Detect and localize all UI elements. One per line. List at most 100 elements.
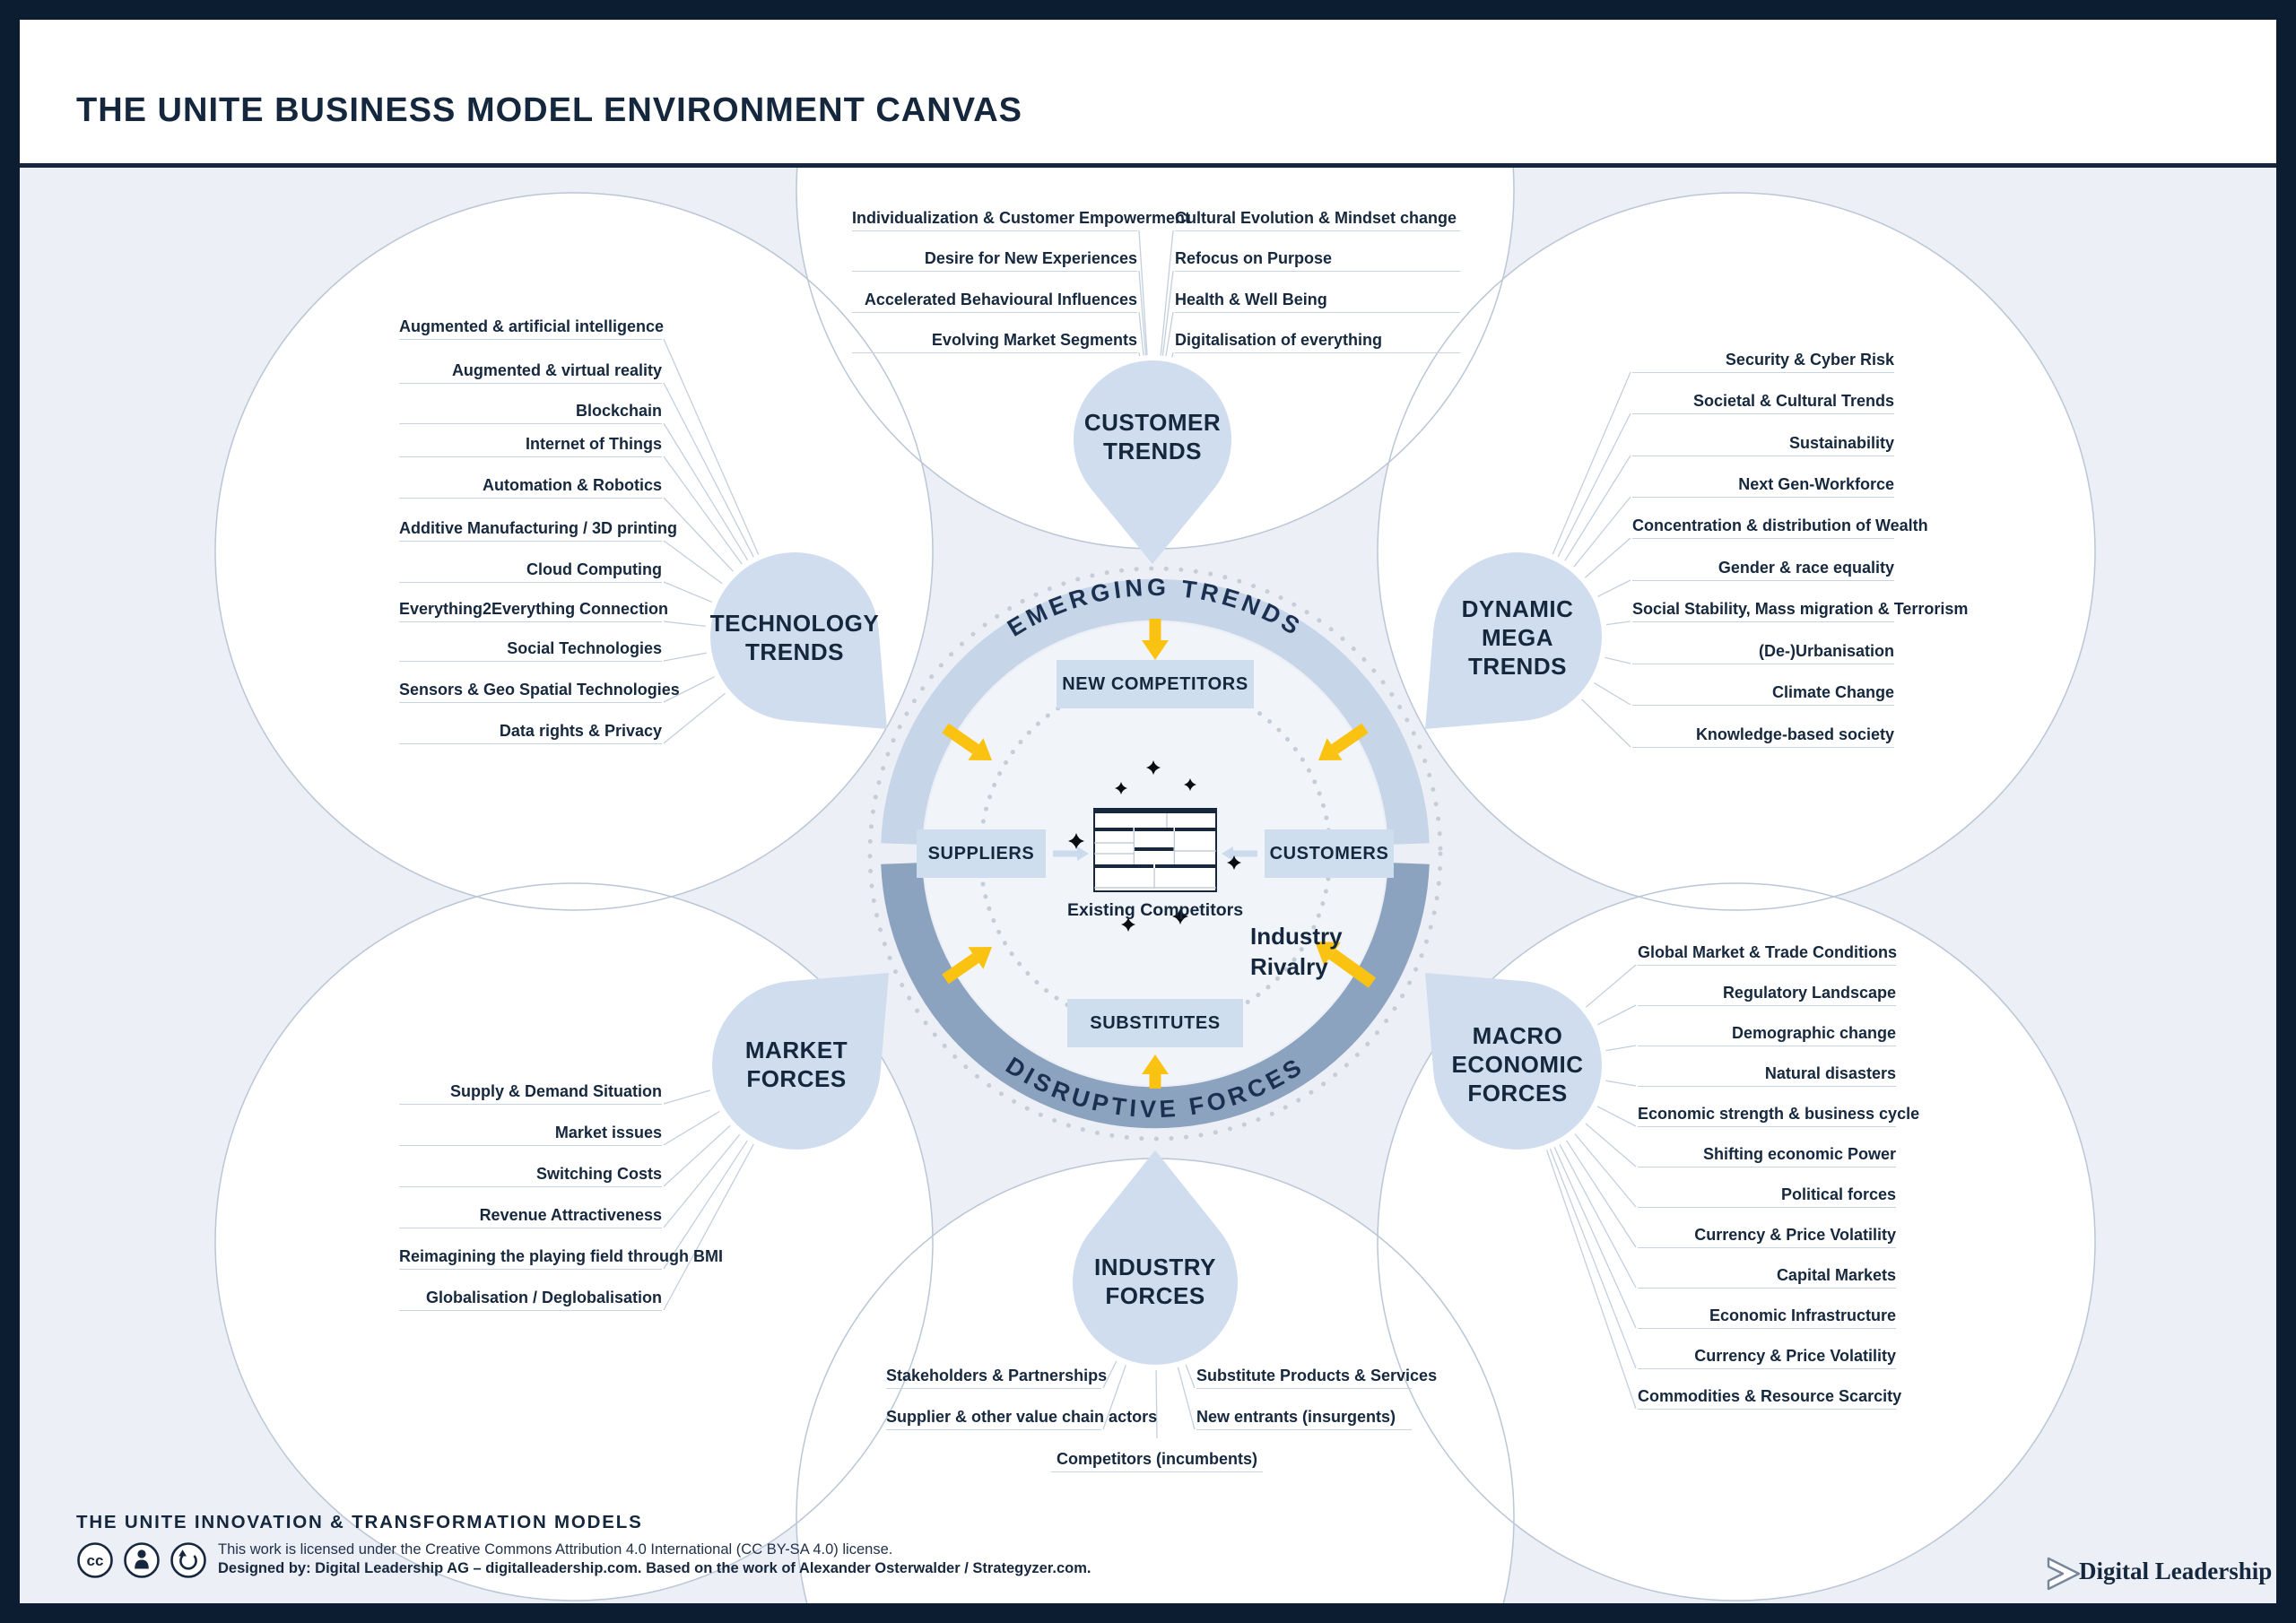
item-connector-line [1565,1140,1637,1248]
item-connector-line [663,621,706,628]
item-connector-line [1605,1080,1637,1087]
frame-border-bottom [0,1603,2296,1623]
trend-item: Social Stability, Mass migration & Terro… [1632,596,1968,622]
trend-item: Demographic change [1638,1020,1896,1046]
trend-item: Climate Change [1632,680,1894,706]
item-connector-line [663,692,726,744]
frame-border-top [0,0,2296,20]
trend-item: Currency & Price Volatility [1638,1343,1896,1369]
customers-flow-arrow [1222,846,1257,861]
cc-icon: cc [87,1552,104,1569]
item-connector-line [663,1110,720,1146]
attribution-person-icon [137,1549,146,1558]
item-connector-line [663,1143,754,1311]
footer-models-title: THE UNITE INNOVATION & TRANSFORMATION MO… [76,1512,643,1532]
item-connector-line [1138,311,1144,356]
trend-item: Societal & Cultural Trends [1632,388,1894,414]
cc-license-icons: cc [77,1542,206,1578]
item-connector-line [1596,1004,1637,1026]
trend-item: New entrants (insurgents) [1196,1404,1412,1430]
trend-item: Augmented & virtual reality [399,358,662,384]
digital-leadership-chevron-icon [2047,1557,2081,1591]
item-connector-line [1161,270,1174,356]
industry-forces-label: INDUSTRY FORCES [1094,1254,1216,1309]
trend-item: Shifting economic Power [1638,1141,1896,1167]
trend-item: Substitute Products & Services [1196,1363,1437,1389]
item-connector-line [663,581,712,603]
trend-item: Desire for New Experiences [852,246,1137,272]
trend-bubbles [710,360,1602,1366]
trend-item: Data rights & Privacy [399,718,662,744]
item-connector-line [663,497,734,572]
trend-item: Automation & Robotics [399,473,662,499]
item-connector-line [1177,1367,1196,1430]
substitutes-box: SUBSTITUTES [1067,999,1243,1047]
digital-leadership-logo-text: Digital Leadership [2079,1558,2273,1584]
trend-item: Globalisation / Deglobalisation [399,1285,662,1311]
trend-item: Economic Infrastructure [1638,1303,1896,1329]
sparkle-icon [1146,760,1161,775]
item-connector-line [1557,412,1631,558]
item-connector-line [1552,371,1631,555]
trend-item: Regulatory Landscape [1638,980,1896,1006]
trend-item: Natural disasters [1638,1061,1896,1087]
trend-item: Gender & race equality [1632,555,1894,581]
item-connector-line [1564,455,1631,561]
trend-item: Security & Cyber Risk [1632,347,1894,373]
suppliers-flow-arrow [1053,846,1089,861]
item-connector-line [1160,230,1174,356]
trend-item: Reimagining the playing field through BM… [399,1244,723,1270]
industry-forces-bubble [1072,1150,1238,1366]
trend-item: Internet of Things [399,431,662,457]
disruptive-arrow-bottom [1142,1055,1169,1089]
business-model-canvas-icon [1093,808,1217,892]
emerging-arrow-upper-right [1318,723,1369,760]
item-connector-line [1574,1133,1637,1208]
trend-item: Political forces [1638,1182,1896,1208]
item-connector-line [1138,270,1147,356]
sparkle-icon [1227,855,1241,870]
sparkle-icon [1121,917,1135,932]
item-connector-line [663,1124,731,1187]
trend-item: Individualization & Customer Empowerment [852,205,1190,231]
connector-lines [663,230,1637,1439]
item-connector-line [663,382,754,558]
license-text-line2: Designed by: Digital Leadership AG – dig… [218,1560,1091,1576]
trend-item: Knowledge-based society [1632,722,1894,748]
customer-trends-label: CUSTOMER TRENDS [1083,409,1222,464]
item-connector-line [663,540,723,585]
forces-ring [881,578,1430,1129]
technology-trends-label: TECHNOLOGY TRENDS [709,610,880,665]
frame-border-left [0,0,20,1623]
trend-item: Global Market & Trade Conditions [1638,940,1897,966]
item-connector-line [1594,682,1631,706]
trend-item: Accelerated Behavioural Influences [852,287,1137,313]
item-connector-line [1553,1146,1637,1329]
trend-item: Concentration & distribution of Wealth [1632,513,1928,539]
item-connector-line [663,652,707,662]
trend-item: Revenue Attractiveness [399,1202,662,1228]
item-connector-line [663,338,760,555]
trend-item: Sensors & Geo Spatial Technologies [399,677,680,703]
trend-item: Cultural Evolution & Mindset change [1175,205,1460,231]
item-connector-line [1138,352,1141,357]
sparkle-icons [1068,760,1241,932]
item-connector-line [663,456,743,565]
emerging-arrow-top [1142,619,1169,660]
item-connector-line [1605,1045,1637,1052]
macro-economic-forces-bubble [1425,973,1602,1150]
market-forces-label: MARKET FORCES [744,1037,848,1092]
item-connector-line [663,1133,741,1228]
trend-item: Next Gen-Workforce [1632,472,1894,498]
trend-item: Supplier & other value chain actors [886,1404,1157,1430]
item-connector-line [1155,1369,1158,1439]
trend-item: Evolving Market Segments [852,327,1137,353]
disruptive-arrow-lower-left [942,947,992,985]
trend-item: Capital Markets [1638,1263,1896,1289]
trend-item: Augmented & artificial intelligence [399,314,664,340]
item-connector-line [663,676,715,703]
technology-trends-bubble [710,552,887,729]
trend-item: Refocus on Purpose [1175,246,1460,272]
item-connector-line [1549,1148,1637,1369]
